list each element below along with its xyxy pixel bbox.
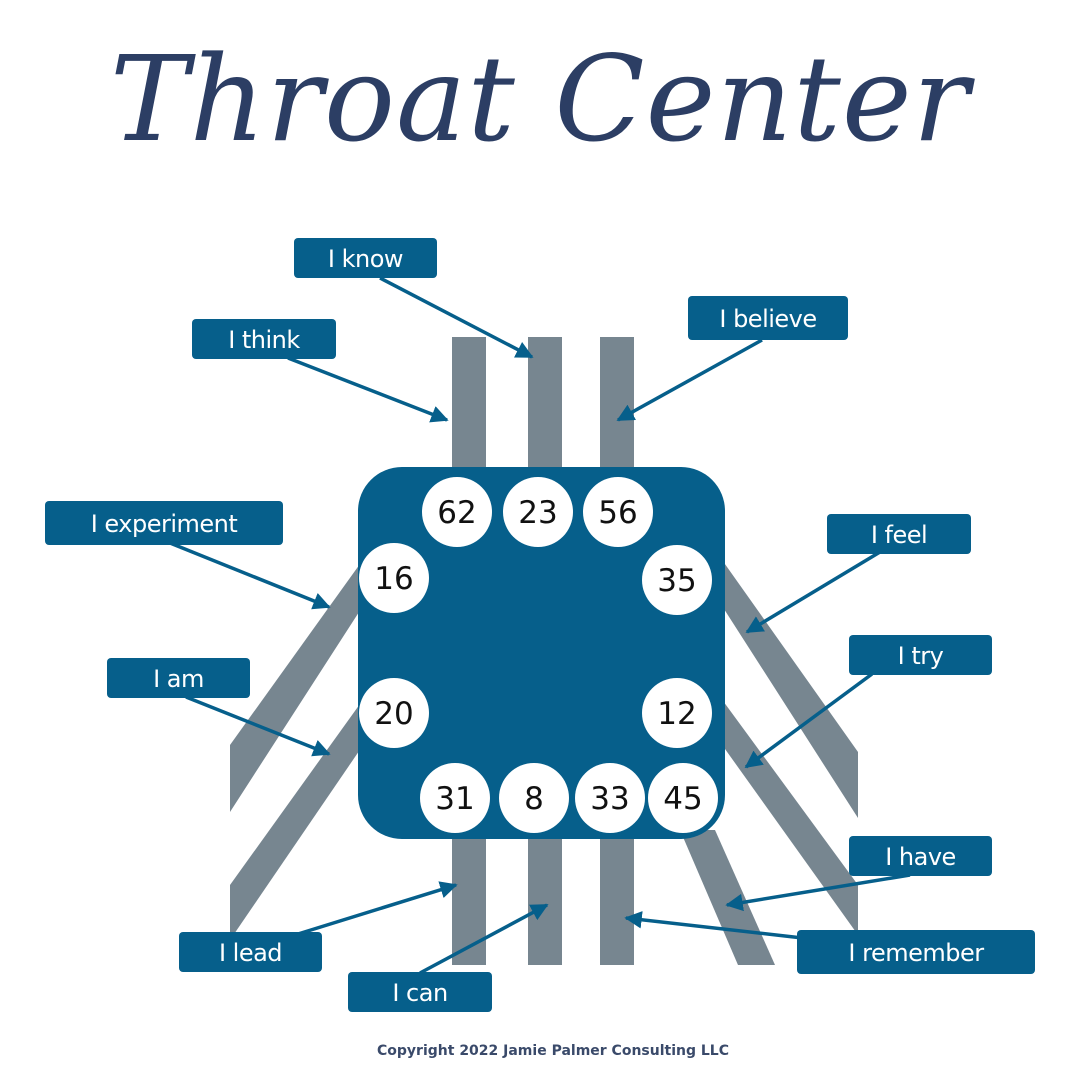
label-i-know: I know — [294, 238, 437, 278]
labels: I know I think I believe I experiment I … — [45, 238, 1035, 1012]
svg-text:12: 12 — [657, 696, 696, 732]
svg-text:I feel: I feel — [871, 521, 927, 549]
channel-bottom-8 — [528, 830, 562, 965]
gate-45: 45 — [648, 763, 718, 833]
svg-text:20: 20 — [374, 696, 413, 732]
label-i-believe: I believe — [688, 296, 848, 340]
label-i-feel: I feel — [827, 514, 971, 554]
gate-12: 12 — [642, 678, 712, 748]
arrow-i-lead — [297, 881, 458, 936]
svg-text:56: 56 — [598, 495, 637, 531]
channel-right-35 — [715, 550, 858, 818]
gates: 62 23 56 16 35 20 12 31 — [359, 477, 718, 833]
svg-text:35: 35 — [657, 563, 696, 599]
svg-text:33: 33 — [590, 781, 629, 817]
gate-20: 20 — [359, 678, 429, 748]
gate-62: 62 — [422, 477, 492, 547]
svg-text:I lead: I lead — [219, 939, 282, 967]
channel-bottom-31 — [452, 830, 486, 965]
svg-text:I try: I try — [898, 642, 944, 670]
svg-text:31: 31 — [435, 781, 474, 817]
label-i-experiment: I experiment — [45, 501, 283, 545]
svg-text:I remember: I remember — [848, 939, 984, 967]
label-i-have: I have — [849, 836, 992, 876]
svg-text:8: 8 — [524, 781, 544, 817]
gate-16: 16 — [359, 543, 429, 613]
throat-center-square — [358, 467, 725, 839]
svg-text:I know: I know — [328, 245, 403, 273]
label-i-can: I can — [348, 972, 492, 1012]
arrow-i-have — [725, 873, 911, 912]
channel-top-23 — [528, 337, 562, 477]
gate-35: 35 — [642, 545, 712, 615]
arrow-i-think — [287, 356, 449, 423]
svg-text:I can: I can — [392, 979, 447, 1007]
label-i-am: I am — [107, 658, 250, 698]
channel-left-16 — [230, 550, 370, 812]
svg-text:I am: I am — [153, 665, 204, 693]
svg-text:I think: I think — [228, 326, 300, 354]
svg-text:I believe: I believe — [719, 305, 816, 333]
page-title: Throat Center — [110, 30, 976, 168]
gate-8: 8 — [499, 763, 569, 833]
svg-text:45: 45 — [663, 781, 702, 817]
copyright-text: Copyright 2022 Jamie Palmer Consulting L… — [377, 1043, 729, 1059]
channel-left-20 — [230, 690, 370, 940]
svg-text:62: 62 — [437, 495, 476, 531]
gate-23: 23 — [503, 477, 573, 547]
arrow-i-am — [185, 695, 331, 757]
label-i-try: I try — [849, 635, 992, 675]
arrow-i-experiment — [169, 541, 331, 610]
gate-56: 56 — [583, 477, 653, 547]
arrow-i-believe — [616, 338, 763, 422]
label-i-think: I think — [192, 319, 336, 359]
arrow-i-remember — [624, 911, 821, 942]
svg-text:16: 16 — [374, 561, 413, 597]
channel-bottom-33 — [600, 830, 634, 965]
arrows — [169, 276, 911, 975]
channel-top-56 — [600, 337, 634, 477]
label-i-lead: I lead — [179, 932, 322, 972]
arrow-i-feel — [745, 550, 881, 634]
gate-31: 31 — [420, 763, 490, 833]
svg-text:I have: I have — [885, 843, 956, 871]
label-i-remember: I remember — [797, 930, 1035, 974]
arrow-i-try — [744, 672, 874, 769]
gate-33: 33 — [575, 763, 645, 833]
arrow-i-know — [379, 276, 534, 359]
channel-bottom-45 — [680, 830, 775, 965]
arrow-i-can — [419, 903, 549, 975]
channel-top-62 — [452, 337, 486, 477]
svg-text:23: 23 — [518, 495, 557, 531]
svg-text:I experiment: I experiment — [91, 510, 238, 538]
